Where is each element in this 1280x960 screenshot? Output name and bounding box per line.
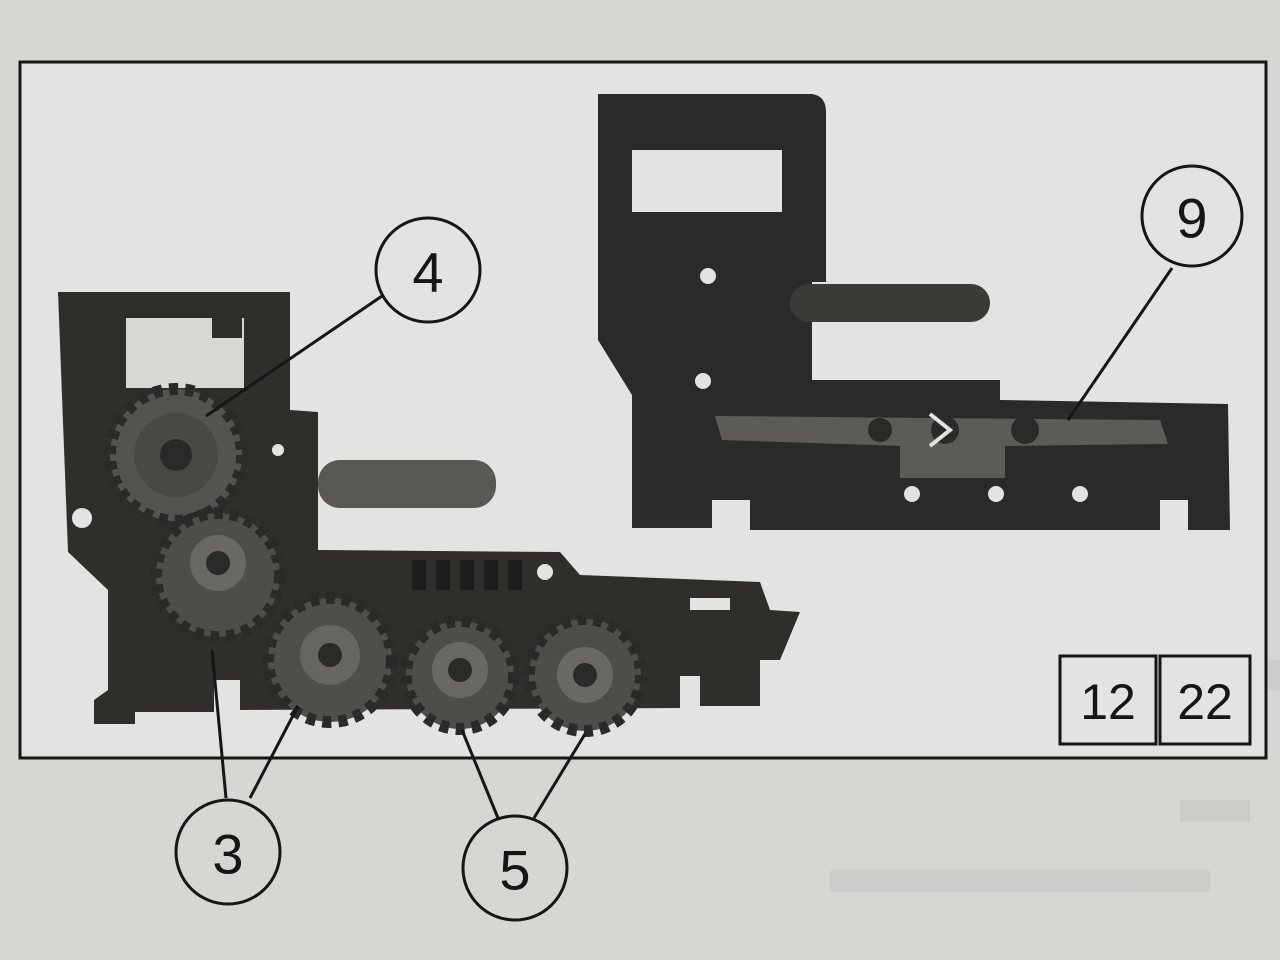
step-box-22 xyxy=(1158,654,1252,746)
leader-5a xyxy=(460,729,500,819)
gearbox-hole xyxy=(272,444,284,456)
housing-rod xyxy=(790,284,990,322)
callout-9: 9 xyxy=(1140,164,1244,268)
rack xyxy=(412,560,522,590)
housing-hole xyxy=(700,268,716,284)
gear-4 xyxy=(104,383,248,527)
gearbox-rod xyxy=(318,460,496,508)
gear-3-lower xyxy=(262,592,398,728)
leader-4 xyxy=(205,294,383,418)
housing-hole xyxy=(1072,486,1088,502)
gear-3-upper xyxy=(150,507,286,643)
callout-5-label: 5 xyxy=(499,839,530,902)
step-boxes: 12 22 xyxy=(1058,654,1252,746)
leader-9 xyxy=(1066,267,1174,421)
callout-9-label: 9 xyxy=(1176,187,1207,250)
gearbox-hole xyxy=(537,564,553,580)
step-box-12 xyxy=(1058,654,1158,746)
callout-4: 4 xyxy=(374,216,482,324)
step-number-22: 22 xyxy=(1177,674,1233,730)
leader-lines xyxy=(205,267,1174,819)
callout-4-label: 4 xyxy=(412,241,443,304)
leader-3a xyxy=(210,649,228,799)
leader-5b xyxy=(532,733,587,819)
gear-5-left xyxy=(400,615,520,735)
step-number-12: 12 xyxy=(1080,674,1136,730)
housing-hole xyxy=(904,486,920,502)
leader-3b xyxy=(248,705,300,799)
bleed-through xyxy=(830,660,1280,892)
callout-3: 3 xyxy=(174,798,282,906)
callout-3-label: 3 xyxy=(212,823,243,886)
gearbox-hole xyxy=(72,508,92,528)
gears xyxy=(104,383,647,737)
slider-bar-9 xyxy=(715,416,1168,478)
housing-window xyxy=(632,150,782,212)
top-right-housing xyxy=(598,94,1230,530)
housing-hole xyxy=(988,486,1004,502)
gear-5-right xyxy=(523,613,647,737)
callout-5: 5 xyxy=(461,814,569,922)
housing-hole xyxy=(695,373,711,389)
